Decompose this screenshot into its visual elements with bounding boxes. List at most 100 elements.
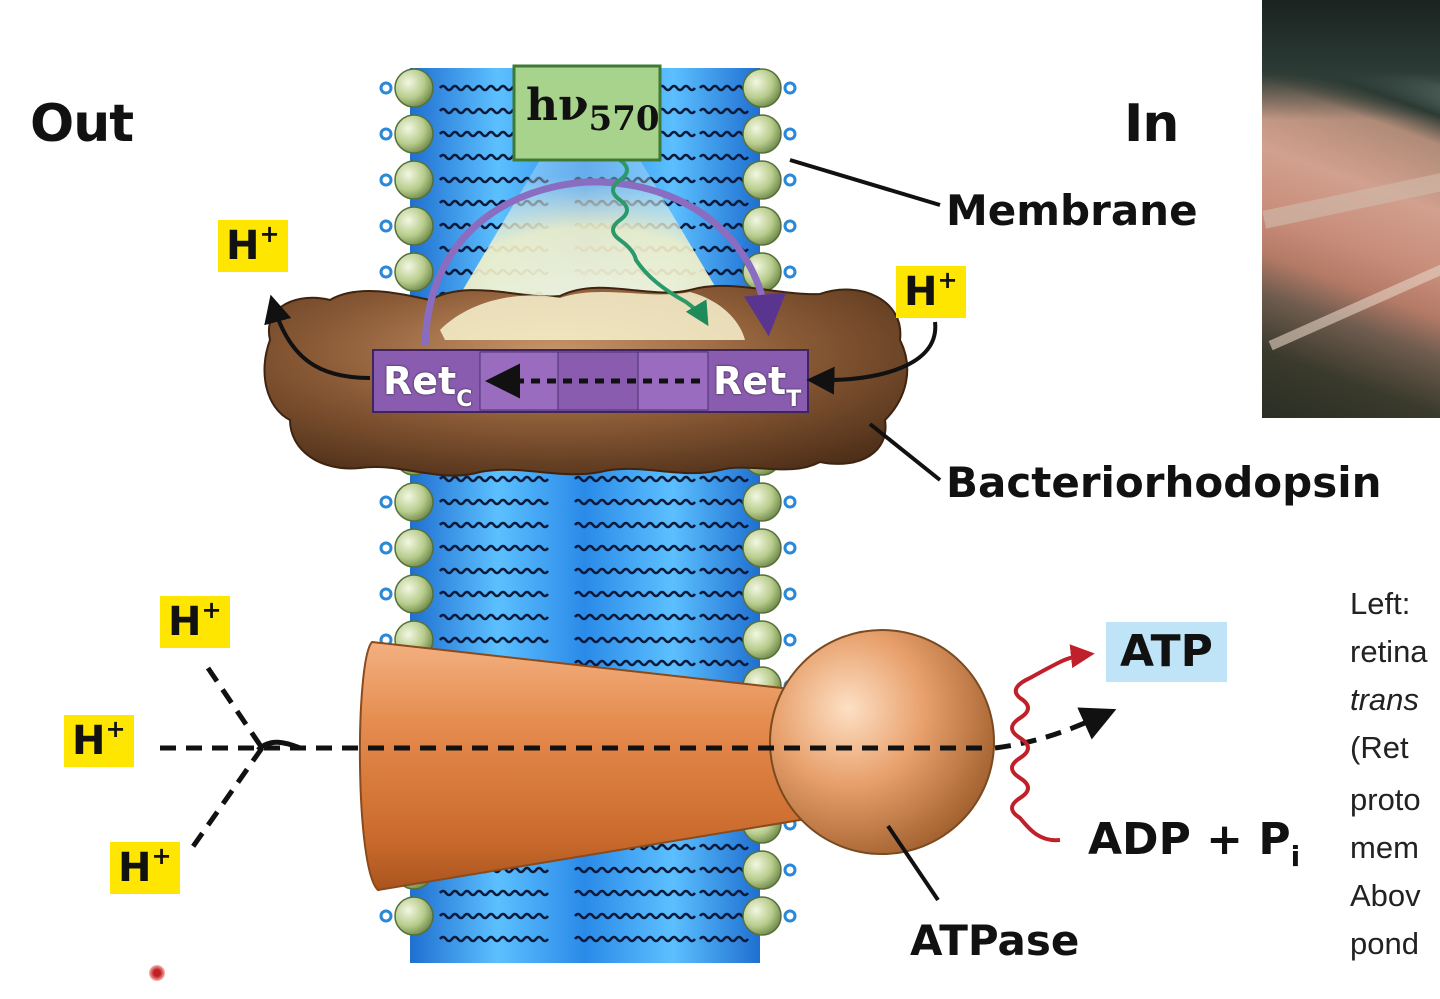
phosphate-dot — [783, 173, 797, 187]
adp-label: ADP + Pi — [1088, 818, 1300, 871]
lipid-tail — [699, 567, 749, 575]
membrane-label: Membrane — [946, 186, 1198, 235]
lipid-tail — [574, 590, 696, 598]
protein-inner-glow — [440, 292, 745, 340]
photon-wave — [611, 158, 709, 327]
proton-charge: + — [937, 266, 958, 294]
retinal-cis-main: Ret — [383, 359, 457, 403]
lipid-tail — [699, 912, 749, 920]
retinal-bar — [372, 349, 809, 413]
lipid-headgroup — [742, 528, 782, 568]
proton-badge-upper: H+ — [160, 596, 230, 648]
lipid-tail — [574, 659, 696, 667]
lipid-tail — [699, 176, 749, 184]
lipid-headgroup — [394, 896, 434, 936]
phosphate-dot — [783, 81, 797, 95]
lipid-headgroup — [394, 68, 434, 108]
phosphate-dot — [379, 219, 393, 233]
atp-badge: ATP — [1106, 622, 1227, 682]
atpase-leader — [886, 824, 940, 902]
lipid-headgroup — [394, 528, 434, 568]
lipid-headgroup — [394, 160, 434, 200]
lipid-tail — [699, 475, 749, 483]
lipid-headgroup — [742, 482, 782, 522]
proton-flow-arrow — [994, 707, 1117, 751]
proton-merge-curve — [256, 739, 301, 752]
retinal-trans-label: RetT — [713, 359, 801, 411]
proton-symbol: H — [118, 845, 152, 891]
photon-box — [512, 64, 662, 162]
bacteriorhodopsin-label: Bacteriorhodopsin — [946, 458, 1382, 507]
phosphate-dot — [379, 173, 393, 187]
phosphate-dot — [379, 587, 393, 601]
proton-upper-path — [205, 666, 265, 750]
proton-badge-out-top: H+ — [218, 220, 288, 272]
lipid-tail — [439, 475, 549, 483]
lipid-tail — [439, 521, 549, 529]
photon-symbol: hν — [526, 80, 589, 131]
proton-charge: + — [105, 715, 126, 743]
retinal-cis-sub: C — [456, 387, 473, 412]
lipid-tail — [699, 590, 749, 598]
lipid-headgroup — [742, 574, 782, 614]
lipid-headgroup — [394, 574, 434, 614]
retinal-trans-sub: T — [786, 387, 802, 412]
lipid-tail — [439, 567, 549, 575]
phosphate-dot — [783, 127, 797, 141]
lipid-tail — [574, 544, 696, 552]
lipid-tail — [699, 866, 749, 874]
photon-wavelength: 570 — [588, 99, 660, 139]
phosphate-dot — [783, 265, 797, 279]
atpase-label: ATPase — [910, 916, 1080, 965]
lipid-tail — [699, 130, 749, 138]
lipid-tail — [699, 107, 749, 115]
lipid-tail — [699, 498, 749, 506]
bacteriorhodopsin-leader — [868, 422, 942, 482]
isomerization-arc — [421, 178, 786, 346]
lipid-tail — [574, 636, 696, 644]
proton-symbol: H — [72, 718, 106, 764]
phosphate-dot — [783, 909, 797, 923]
lipid-tail — [699, 613, 749, 621]
lipid-headgroup — [742, 850, 782, 890]
adp-subscript: i — [1290, 840, 1301, 873]
caption-line-6: mem — [1350, 830, 1419, 865]
phosphate-dot — [379, 265, 393, 279]
outside-label: Out — [30, 94, 134, 154]
phosphate-dot — [379, 909, 393, 923]
lipid-headgroup — [742, 206, 782, 246]
lipid-tail — [574, 889, 696, 897]
retinal-trans-main: Ret — [713, 359, 787, 403]
lipid-tail — [699, 521, 749, 529]
phosphate-dot — [379, 541, 393, 555]
caption-line-8: pond — [1350, 926, 1419, 961]
lipid-headgroup — [394, 114, 434, 154]
lipid-tail — [574, 498, 696, 506]
lipid-headgroup — [742, 160, 782, 200]
lipid-tail — [439, 636, 549, 644]
photon-label: hν570 — [526, 84, 660, 137]
pointer-dot — [149, 965, 165, 981]
adp-main: ADP + P — [1088, 814, 1291, 865]
lipid-tail — [439, 912, 549, 920]
proton-symbol: H — [904, 269, 938, 315]
proton-charge: + — [151, 842, 172, 870]
lipid-tail — [574, 613, 696, 621]
lipid-tail — [699, 199, 749, 207]
lipid-tail — [699, 935, 749, 943]
lipid-headgroup — [394, 206, 434, 246]
caption-line-3: trans — [1350, 682, 1419, 717]
phosphate-dot — [783, 219, 797, 233]
atpase-head — [769, 629, 995, 855]
lipid-tail — [699, 268, 749, 276]
lipid-tail — [439, 889, 549, 897]
salt-pond-photo — [1262, 0, 1440, 418]
lipid-tail — [574, 912, 696, 920]
membrane-leader — [789, 158, 941, 207]
lipid-tail — [699, 153, 749, 161]
inside-label: In — [1124, 94, 1179, 154]
retinal-cis-label: RetC — [383, 359, 472, 411]
proton-symbol: H — [226, 223, 260, 269]
proton-charge: + — [201, 596, 222, 624]
